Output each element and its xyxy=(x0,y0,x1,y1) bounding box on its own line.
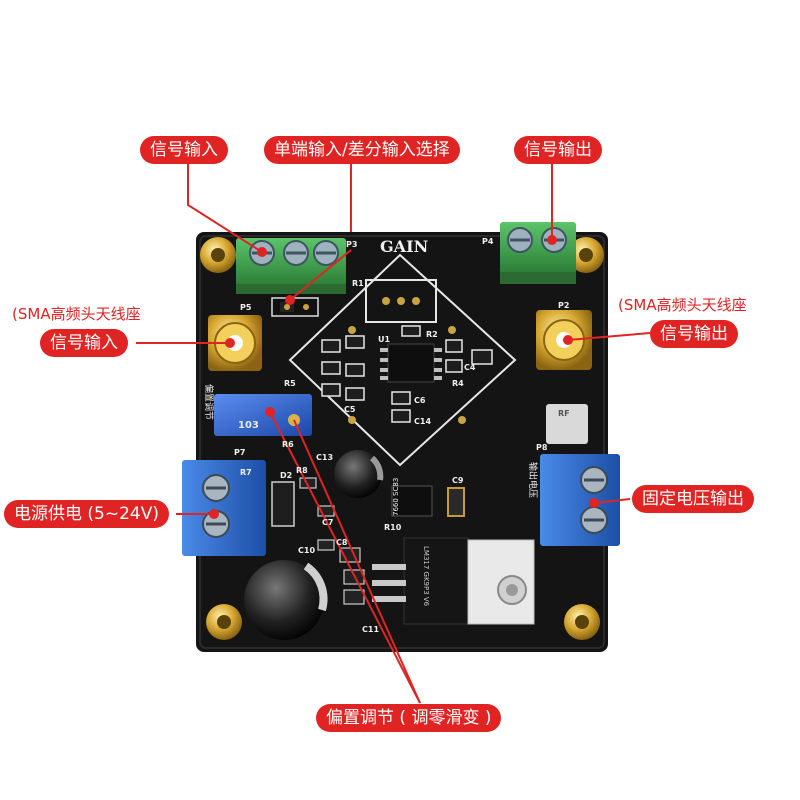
jumper-header xyxy=(271,297,319,317)
silk-gain: GAIN xyxy=(380,237,428,256)
rf-logo-block xyxy=(546,404,588,444)
standoff-top-right xyxy=(568,237,604,273)
callout-signal-output-top: 信号输出 xyxy=(514,136,602,164)
silk-r7: R7 xyxy=(240,468,252,477)
blue-terminal-fixed-output xyxy=(540,454,620,546)
silk-c11: C11 xyxy=(362,625,379,634)
tantalum-capacitor xyxy=(447,487,465,517)
standoff-bottom-right xyxy=(564,604,600,640)
silk-p2: P2 xyxy=(558,301,569,310)
silk-c4: C4 xyxy=(464,363,476,372)
callout-power-supply: 电源供电 (5~24V) xyxy=(4,500,169,528)
silk-u1: U1 xyxy=(378,335,390,344)
op-amp-chip xyxy=(380,343,442,383)
standoff-top-left xyxy=(200,237,236,273)
trimmer-potentiometer xyxy=(214,394,312,436)
silk-c13: C13 xyxy=(316,453,333,462)
silk-r5: R5 xyxy=(284,379,296,388)
silk-r10: R10 xyxy=(384,523,402,532)
callout-signal-input-top: 信号输入 xyxy=(140,136,228,164)
silk-rf: RF xyxy=(558,409,570,418)
callout-signal-input-sma: 信号输入 xyxy=(40,329,128,357)
silk-r2: R2 xyxy=(426,330,438,339)
silk-r6: R6 xyxy=(282,440,294,449)
silk-p7: P7 xyxy=(234,448,245,457)
silk-c5: C5 xyxy=(344,405,356,414)
silk-right-vertical: 输出电压 xyxy=(527,462,539,498)
silk-c14: C14 xyxy=(414,417,431,426)
callout-fixed-voltage-output: 固定电压输出 xyxy=(632,485,754,513)
smd-components xyxy=(321,325,493,423)
callout-input-mode-select: 单端输入/差分输入选择 xyxy=(264,136,460,164)
callout-offset-adjust: 偏置调节 ( 调零滑变 ) xyxy=(316,704,502,732)
silk-p3: P3 xyxy=(346,240,357,249)
silk-left-vertical: 偏置调节 xyxy=(203,384,215,420)
silk-r4: R4 xyxy=(452,379,464,388)
callout-lines xyxy=(136,160,651,704)
silk-pot-label: 103 xyxy=(238,420,259,431)
silk-r1: R1 xyxy=(352,279,364,288)
gain-diamond-outline xyxy=(288,253,517,467)
silk-c8: C8 xyxy=(336,538,348,547)
diode-d2 xyxy=(271,481,295,527)
silk-p8: P8 xyxy=(536,443,548,452)
silk-chip-lm317: LM317 GK9P3 V6 xyxy=(422,546,430,607)
callout-signal-output-sma: 信号输出 xyxy=(650,320,738,348)
lm317-regulator xyxy=(372,537,535,625)
silk-p4: P4 xyxy=(482,237,494,246)
small-capacitor xyxy=(334,450,384,498)
silk-c10: C10 xyxy=(298,546,315,555)
sma-right-note: (SMA高频头天线座 xyxy=(618,296,747,314)
sma-left-note: (SMA高频头天线座 xyxy=(12,305,141,323)
silk-r8: R8 xyxy=(296,466,308,475)
silk-c9: C9 xyxy=(452,476,464,485)
charge-pump-chip xyxy=(391,485,433,517)
silk-chip-u2: 7660 SC83 xyxy=(392,478,400,516)
blue-terminal-power xyxy=(182,460,266,556)
silk-c7: C7 xyxy=(322,518,333,527)
silk-d2: D2 xyxy=(280,471,292,480)
standoff-bottom-left xyxy=(206,604,242,640)
silk-c6: C6 xyxy=(414,396,426,405)
green-terminal-output xyxy=(500,222,576,284)
large-capacitor xyxy=(244,560,328,640)
silk-p5: P5 xyxy=(240,303,252,312)
